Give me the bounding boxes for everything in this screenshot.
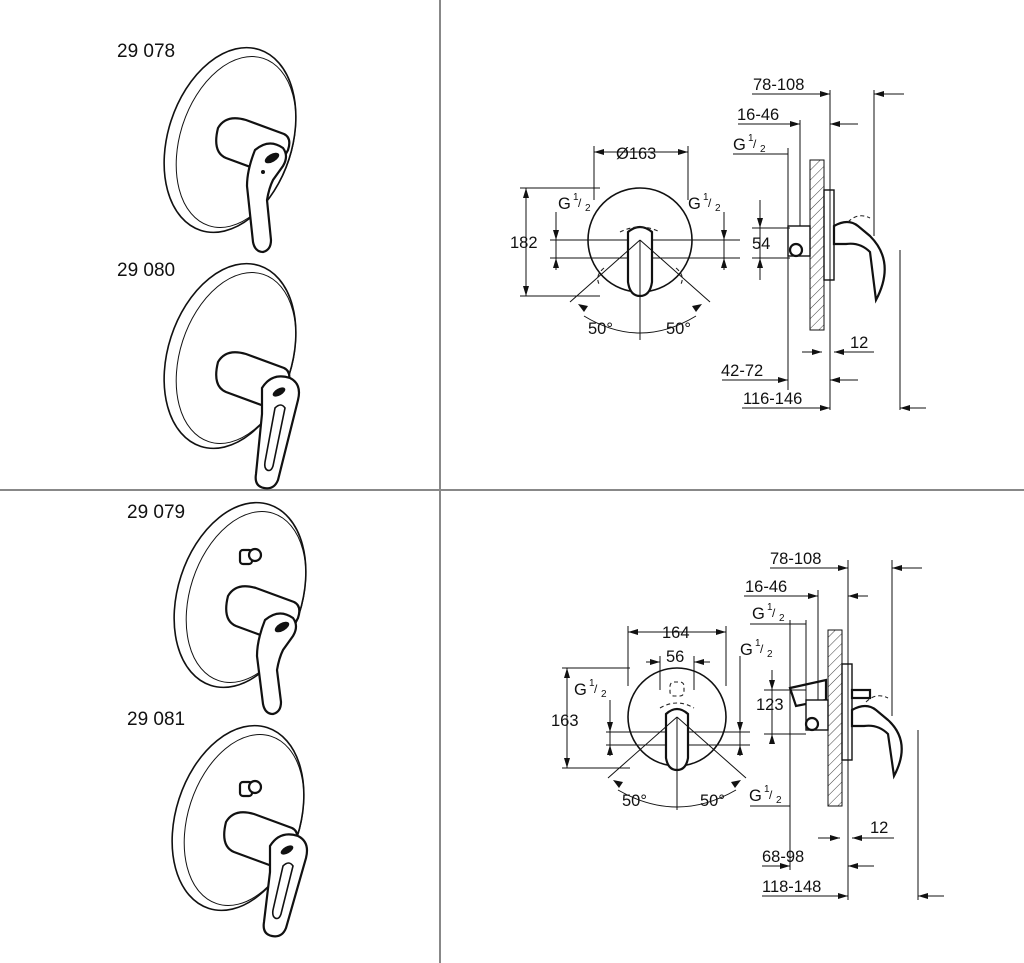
connection-right-top: G 1 / 2: [688, 192, 721, 214]
svg-text:/: /: [753, 137, 757, 151]
svg-text:1: 1: [589, 678, 595, 689]
svg-text:G: G: [688, 195, 701, 213]
dim-width-bottom: 164: [662, 624, 690, 642]
svg-text:2: 2: [776, 795, 782, 806]
mixer-illustration-29081: [171, 724, 309, 938]
mixer-illustration-29080: [163, 262, 301, 490]
svg-text:G: G: [558, 195, 571, 213]
product-code-1: 29 078: [117, 41, 175, 62]
svg-text:/: /: [578, 196, 582, 210]
svg-text:1: 1: [748, 133, 754, 144]
dim-depth-total-bottom: 78-108: [770, 550, 821, 568]
product-code-2: 29 080: [117, 260, 175, 281]
side-view-bottom: [744, 560, 944, 900]
dim-height-top: 182: [510, 234, 538, 252]
svg-text:/: /: [772, 606, 776, 620]
svg-text:G: G: [733, 136, 746, 154]
dim-height-bottom: 163: [551, 712, 579, 730]
dim-wall-bottom: 12: [870, 819, 888, 837]
svg-text:1: 1: [703, 192, 709, 203]
product-code-4: 29 081: [127, 709, 185, 730]
front-view-bottom: [562, 626, 750, 810]
mixer-illustration-29079: [173, 501, 307, 716]
dim-depth-total-top: 78-108: [753, 76, 804, 94]
svg-text:2: 2: [760, 144, 766, 155]
connection-side-top-bottom: G 1 / 2: [752, 602, 785, 624]
svg-text:2: 2: [585, 203, 591, 214]
dim-wall-top: 12: [850, 334, 868, 352]
dim-angle-right-bottom: 50°: [700, 792, 725, 810]
dim-install-min-top: 42-72: [721, 362, 763, 380]
side-view-top: [722, 90, 926, 411]
svg-text:/: /: [708, 196, 712, 210]
mixer-illustration-29078: [163, 46, 297, 254]
connection-left-bottom: G 1 / 2: [574, 678, 607, 700]
connection-side-top: G 1 / 2: [733, 133, 766, 155]
dim-offset-bottom: 123: [756, 696, 784, 714]
svg-text:2: 2: [715, 203, 721, 214]
dim-angle-left-bottom: 50°: [622, 792, 647, 810]
connection-right-bottom: G 1 / 2: [740, 638, 773, 660]
dim-inner-width-bottom: 56: [666, 648, 684, 666]
svg-text:2: 2: [767, 649, 773, 660]
connection-side-bottom-bottom: G 1 / 2: [749, 784, 782, 806]
dim-depth-inner-bottom: 16-46: [745, 578, 787, 596]
dim-depth-inner-top: 16-46: [737, 106, 779, 124]
dim-angle-left-top: 50°: [588, 320, 613, 338]
front-view-top: [520, 146, 740, 340]
svg-text:G: G: [752, 605, 765, 623]
connection-left-top: G 1 / 2: [558, 192, 591, 214]
svg-text:/: /: [769, 788, 773, 802]
dim-install-min-bottom: 68-98: [762, 848, 804, 866]
svg-text:G: G: [740, 641, 753, 659]
svg-text:G: G: [574, 681, 587, 699]
dim-install-max-bottom: 118-148: [762, 878, 821, 896]
dim-install-max-top: 116-146: [743, 390, 802, 408]
svg-text:/: /: [594, 682, 598, 696]
svg-text:2: 2: [779, 613, 785, 624]
svg-text:/: /: [760, 642, 764, 656]
dim-offset-top: 54: [752, 235, 770, 253]
svg-text:1: 1: [764, 784, 770, 795]
svg-text:1: 1: [573, 192, 579, 203]
svg-text:1: 1: [767, 602, 773, 613]
product-code-3: 29 079: [127, 502, 185, 523]
svg-text:1: 1: [755, 638, 761, 649]
dim-diameter-top: Ø163: [616, 145, 656, 163]
svg-text:2: 2: [601, 689, 607, 700]
svg-text:G: G: [749, 787, 762, 805]
dim-angle-right-top: 50°: [666, 320, 691, 338]
